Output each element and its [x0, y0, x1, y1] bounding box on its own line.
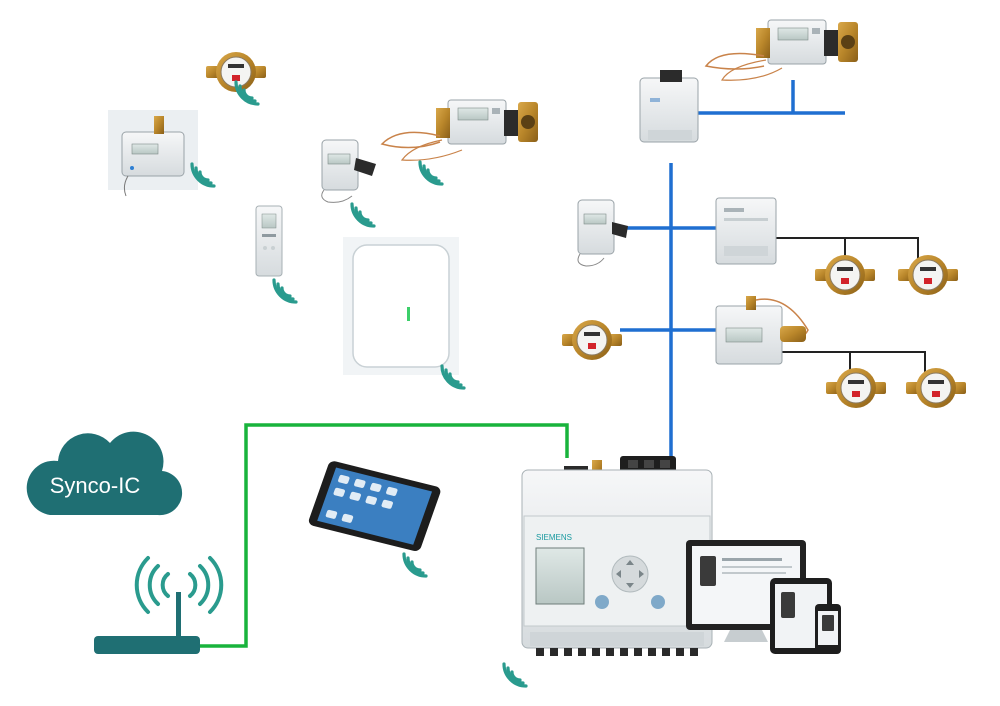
room-unit-slim [255, 205, 283, 277]
wireless-signal-icon [350, 202, 376, 228]
pulse-wire-1 [775, 237, 919, 262]
ethernet-cable [200, 423, 569, 648]
phone-icon [815, 604, 841, 654]
wireless-signal-icon [418, 160, 444, 186]
heat-meter-ultrasonic [108, 110, 198, 197]
wireless-signal-icon [402, 552, 428, 578]
access-point-icon [343, 237, 459, 375]
wireless-signal-icon [272, 278, 298, 304]
pulse-wire-2 [775, 351, 926, 378]
heat-meter-mid [380, 99, 539, 161]
pulse-adapter [715, 197, 777, 265]
water-meter-pulse-1 [814, 254, 876, 296]
room-unit-thermostat-valve [321, 139, 376, 203]
water-meter-bus [561, 319, 623, 361]
room-unit-bus [577, 199, 628, 267]
water-meter-pulse-3 [825, 367, 887, 409]
water-meter-pulse-4 [905, 367, 967, 409]
controller-icon: SIEMENS [521, 456, 713, 656]
bus-lines [200, 80, 926, 648]
router-icon [94, 556, 224, 654]
water-meter-pulse-2 [897, 254, 959, 296]
tablet-icon [308, 461, 441, 551]
cloud-label: Synco-IC [50, 473, 141, 498]
mbus-converter [639, 70, 699, 143]
controller-brand: SIEMENS [536, 533, 572, 542]
heat-meter-bus [715, 296, 809, 365]
cloud-icon: Synco-IC [26, 431, 183, 516]
wireless-signal-icon [502, 662, 528, 688]
heat-meter-top-right [704, 19, 859, 81]
